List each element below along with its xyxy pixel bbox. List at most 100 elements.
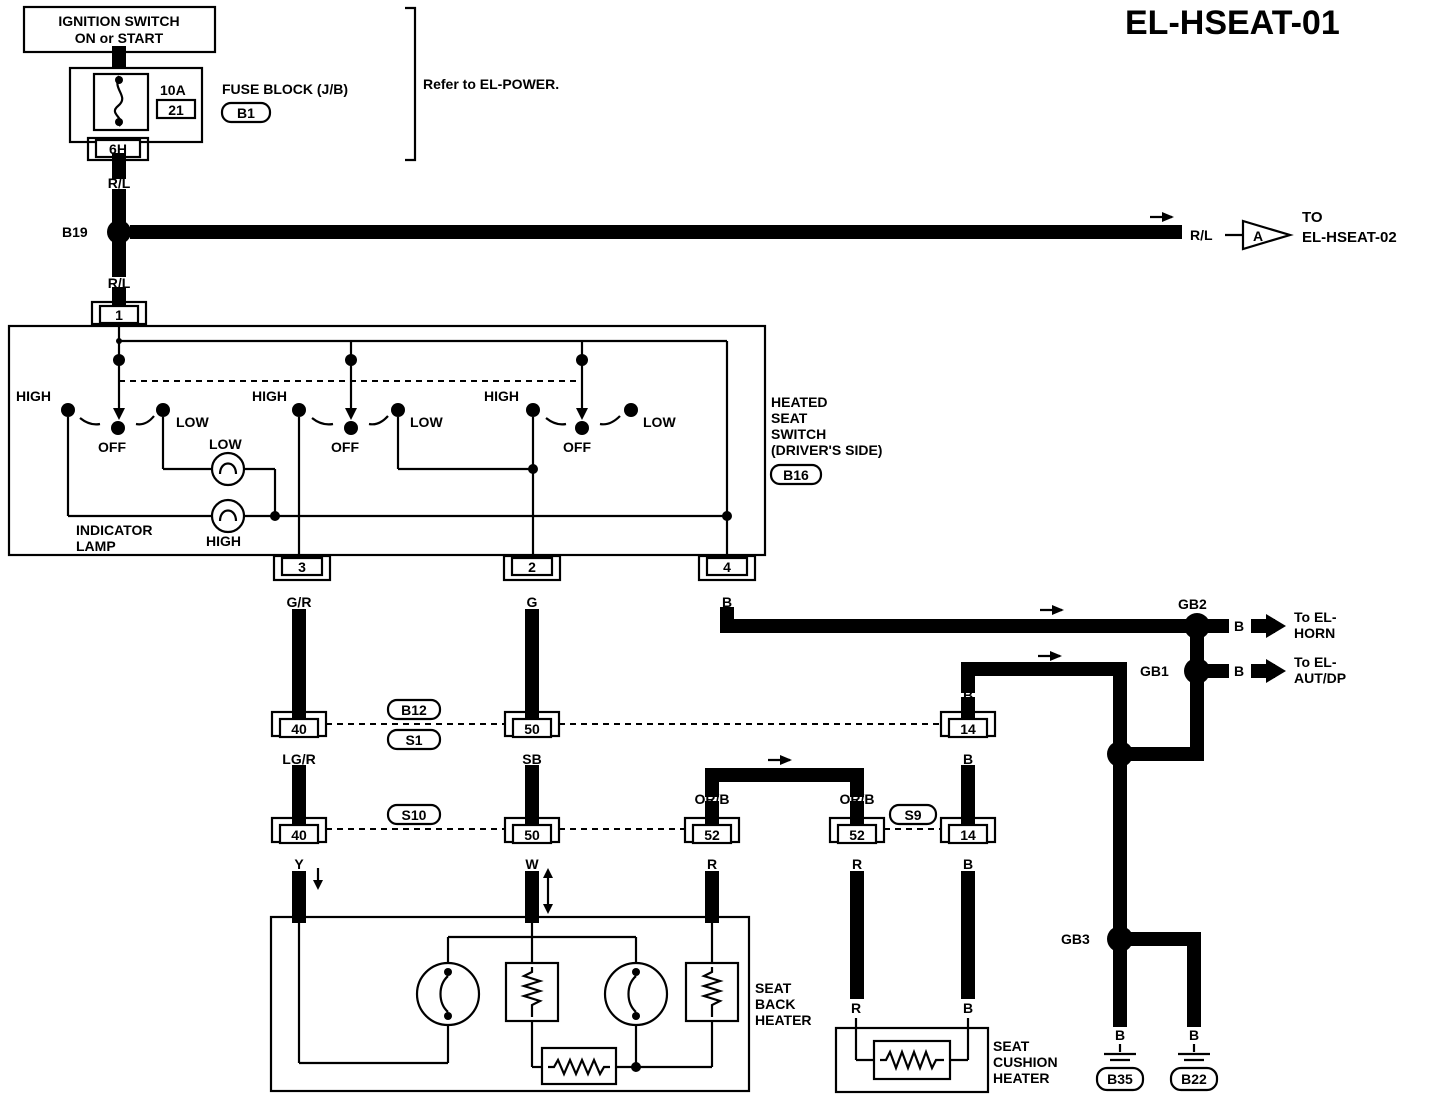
connector-row-1: 40 50 14 B12 S1 [270, 698, 997, 751]
connector-50a: 50 [524, 721, 540, 737]
indicator-lamp-low-icon [210, 451, 246, 487]
wire-color-b-gb2: B [1234, 618, 1244, 634]
ignition-switch: IGNITION SWITCH ON or START [22, 5, 217, 54]
connector-40a: 40 [291, 721, 307, 737]
fuse-block: 10A 21 FUSE BLOCK (J/B) B1 6H [68, 66, 348, 162]
fuse-rating: 10A [160, 82, 186, 98]
connector-40b: 40 [291, 827, 307, 843]
connector-14b: 14 [960, 827, 976, 843]
switch-terminal-2: 2 [528, 559, 536, 575]
wire-color-b14b: B [963, 751, 973, 767]
ground-gb3-label: GB3 [1061, 931, 1090, 947]
switch-connector: B16 [783, 467, 809, 483]
ground-b22: B22 [1181, 1071, 1207, 1087]
switch-terminal-1: 1 [115, 307, 123, 323]
fuse-number: 21 [168, 102, 184, 118]
arrow-down-icon [313, 880, 323, 890]
wire-color-rl-2: R/L [1190, 227, 1213, 243]
arrow-down-icon [543, 904, 553, 914]
wire-color-b4: B [722, 594, 732, 610]
wire-color-b-cush: B [963, 1000, 973, 1016]
lamp-high-label: HIGH [206, 533, 241, 549]
switch2-off: OFF [331, 439, 359, 455]
switch-name-2: SEAT [771, 410, 808, 426]
thermostat-icon [415, 961, 481, 1027]
switch2-high: HIGH [252, 388, 287, 404]
connector-s1: S1 [405, 732, 422, 748]
indicator-label-1: INDICATOR [76, 522, 152, 538]
switch-name-4: (DRIVER'S SIDE) [771, 442, 882, 458]
wire-color-b14c: B [963, 856, 973, 872]
wire-color-gr: G/R [287, 594, 312, 610]
wire-color-lgr: LG/R [282, 751, 315, 767]
ground-gb1-label: GB1 [1140, 663, 1169, 679]
ignition-label-2: ON or START [75, 30, 164, 46]
switch-terminal-3: 3 [298, 559, 306, 575]
switch-name-1: HEATED [771, 394, 828, 410]
lamp-low-label: LOW [209, 436, 242, 452]
diagram-id: EL-HSEAT-01 [1125, 4, 1340, 42]
arrow-right-icon [1266, 659, 1286, 683]
wire-color-w: W [525, 856, 539, 872]
connector-b12: B12 [401, 702, 427, 718]
indicator-lamp-high-icon [210, 498, 246, 534]
switch1-low: LOW [176, 414, 209, 430]
fuse-block-label: FUSE BLOCK (J/B) [222, 81, 348, 97]
thermostat-icon [603, 961, 669, 1027]
wire-color-b-b22: B [1189, 1027, 1199, 1043]
to-target: EL-HSEAT-02 [1302, 229, 1397, 246]
refer-note: Refer to EL-POWER. [423, 76, 559, 92]
switch3-off: OFF [563, 439, 591, 455]
arrow-up-icon [543, 868, 553, 878]
seat-back-label-3: HEATER [755, 1012, 812, 1028]
ground-gb2 [1184, 613, 1210, 639]
seat-back-label-2: BACK [755, 996, 795, 1012]
connector-s9: S9 [904, 807, 921, 823]
switch1-off: OFF [98, 439, 126, 455]
to-label: TO [1302, 209, 1323, 226]
wire-color-g: G [527, 594, 538, 610]
wire-color-b-gb1: B [1234, 663, 1244, 679]
switch2-low: LOW [410, 414, 443, 430]
arrow-right-icon [1266, 614, 1286, 638]
to-horn-2: HORN [1294, 625, 1335, 641]
seat-cushion-label-1: SEAT [993, 1038, 1030, 1054]
ground-symbol-icon: B35 [1095, 1052, 1145, 1092]
splice-b19 [107, 220, 131, 244]
switch1-high: HIGH [16, 388, 51, 404]
ignition-label-1: IGNITION SWITCH [58, 13, 179, 29]
ground-b35: B35 [1107, 1071, 1133, 1087]
ground-symbol-icon: B22 [1169, 1052, 1219, 1092]
connector-52b: 52 [849, 827, 865, 843]
wire-color-r2: R [852, 856, 862, 872]
splice-b19-label: B19 [62, 224, 88, 240]
connector-row-2: 40 50 52 52 14 S10 S9 [270, 803, 997, 845]
to-aut-1: To EL- [1294, 654, 1337, 670]
wire-color-r3: R [851, 1000, 861, 1016]
seat-back-heater: SEAT BACK HEATER [269, 915, 812, 1093]
ground-gb3 [1107, 926, 1133, 952]
switch3-high: HIGH [484, 388, 519, 404]
wire-color-r1: R [707, 856, 717, 872]
seat-cushion-heater: R B SEAT CUSHION HEATER [834, 1000, 1058, 1094]
to-aut-2: AUT/DP [1294, 670, 1346, 686]
to-horn-1: To EL- [1294, 609, 1337, 625]
switch-name-3: SWITCH [771, 426, 826, 442]
connector-s10: S10 [402, 807, 427, 823]
seat-cushion-label-3: HEATER [993, 1070, 1050, 1086]
wire-color-orb-1: OR/B [695, 791, 730, 807]
switch-terminal-4: 4 [723, 559, 731, 575]
heated-seat-switch: 1 HIGH LOW OFF HIGH LOW OFF [7, 300, 882, 582]
wire-color-b-b35: B [1115, 1027, 1125, 1043]
ground-gb2-label: GB2 [1178, 596, 1207, 612]
wire-color-rl-1: R/L [108, 175, 131, 191]
wire-color-sb: SB [522, 751, 541, 767]
seat-back-label-1: SEAT [755, 980, 792, 996]
indicator-label-2: LAMP [76, 538, 116, 554]
seat-cushion-label-2: CUSHION [993, 1054, 1058, 1070]
connector-50b: 50 [524, 827, 540, 843]
connector-52a: 52 [704, 827, 720, 843]
connector-14a: 14 [960, 721, 976, 737]
wire-color-orb-2: OR/B [840, 791, 875, 807]
